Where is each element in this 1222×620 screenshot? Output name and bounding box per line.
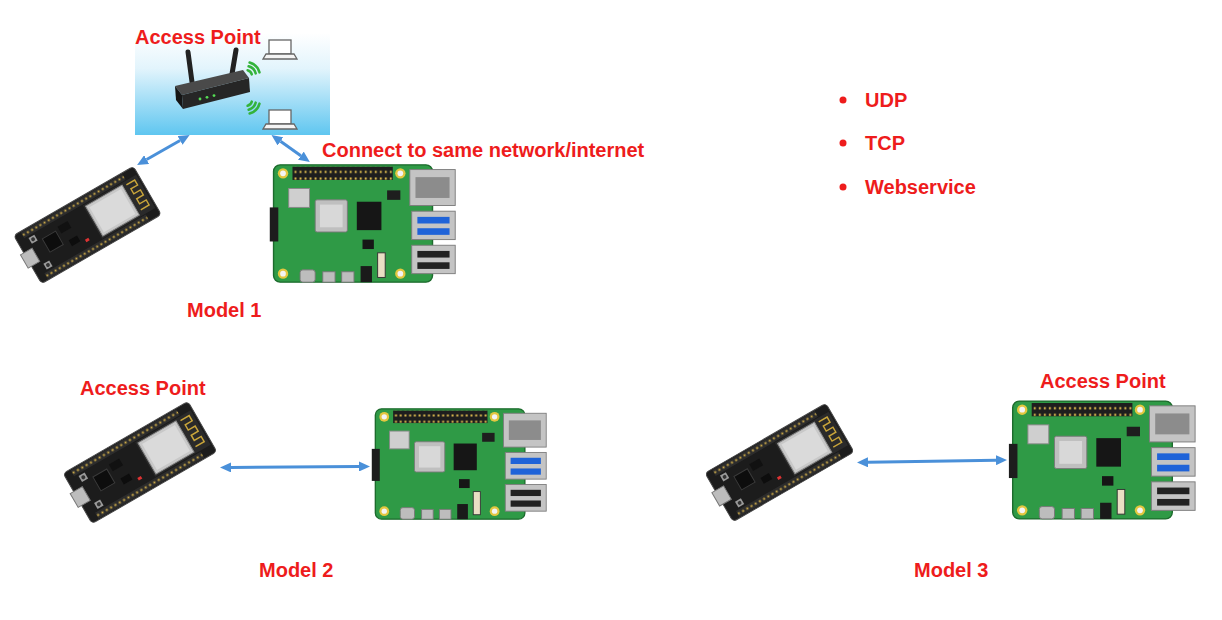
router-icon (175, 86, 183, 109)
model-caption: Model 1 (187, 299, 261, 322)
esp32-board (702, 403, 854, 523)
node-heading: Access Point (80, 377, 206, 400)
double-arrow (147, 140, 180, 159)
wifi-waves (249, 66, 256, 73)
router-icon (188, 52, 192, 82)
raspberry-pi-board: Connect to same network/internet (265, 162, 460, 285)
wifi-waves (248, 102, 252, 106)
wifi-waves (250, 63, 260, 73)
double-arrow (280, 141, 300, 155)
bullet-item: TCP (865, 132, 905, 155)
laptop-icon (263, 124, 297, 129)
router-icon (232, 50, 236, 74)
wifi-waves (250, 104, 260, 114)
wifi-waves (248, 63, 260, 114)
laptop-icon (263, 40, 297, 59)
esp32-board (60, 401, 217, 525)
bullet-dots (840, 184, 847, 191)
bullet-dots (840, 97, 847, 104)
bullet-dots (840, 140, 847, 147)
laptop-icon (269, 110, 291, 124)
esp32-board (10, 166, 161, 285)
laptop-icon (263, 54, 297, 59)
esp32-board: Access Point (60, 400, 220, 525)
node-heading: Connect to same network/internet (322, 139, 644, 162)
router-icon (213, 94, 216, 97)
laptop-icon (269, 40, 291, 54)
esp32-board (702, 400, 857, 525)
wifi-waves (249, 103, 256, 110)
node-heading: Access Point (135, 26, 261, 49)
router-icon (182, 78, 250, 109)
access-point-panel (135, 33, 330, 135)
esp32-board (10, 165, 165, 285)
raspberry-pi-board: Access Point (1007, 395, 1197, 525)
bullet-item: Webservice (865, 176, 976, 199)
model-caption: Model 2 (259, 559, 333, 582)
laptop-icon (263, 110, 297, 129)
wifi-waves (248, 70, 252, 74)
node-heading: Access Point (1040, 370, 1166, 393)
raspberry-pi-board (372, 409, 546, 519)
access-point-panel: Access Point (135, 33, 330, 135)
raspberry-pi-board (270, 165, 455, 282)
double-arrow (231, 465, 359, 469)
model-caption: Model 3 (914, 559, 988, 582)
router-icon (206, 96, 209, 99)
raspberry-pi-board (370, 404, 548, 524)
bullet-dots (840, 97, 847, 191)
router-icon (199, 98, 202, 101)
router-icon (175, 50, 250, 109)
raspberry-pi-board (1009, 401, 1195, 519)
bullet-item: UDP (865, 89, 907, 112)
double-arrow (868, 460, 996, 462)
